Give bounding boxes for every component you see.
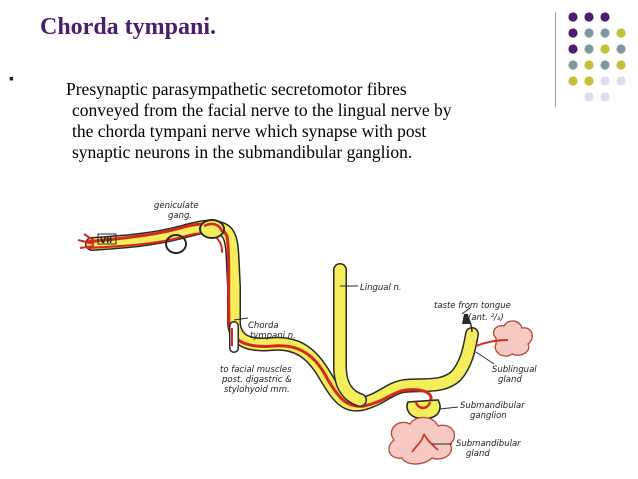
bullet-line: conveyed from the facial nerve to the li… bbox=[72, 100, 452, 120]
leader-lines bbox=[233, 285, 495, 445]
label-geniculate: geniculate bbox=[154, 201, 199, 211]
dot bbox=[584, 92, 594, 102]
dot bbox=[600, 92, 610, 102]
label-facial-2: post. digastric & bbox=[221, 375, 292, 385]
dot bbox=[616, 28, 626, 38]
dot bbox=[600, 60, 610, 70]
dot bbox=[568, 12, 578, 22]
label-gang: gang. bbox=[168, 211, 192, 221]
label-chorda: Chorda bbox=[248, 321, 279, 331]
dot bbox=[600, 28, 610, 38]
dot bbox=[584, 76, 594, 86]
dot bbox=[568, 76, 578, 86]
submandibular-gland bbox=[388, 416, 455, 465]
sublingual-gland bbox=[475, 320, 533, 357]
label-smgland-2: gland bbox=[466, 449, 490, 459]
label-facial-3: stylohyoid mm. bbox=[224, 385, 290, 395]
label-lingual: Lingual n. bbox=[360, 283, 402, 293]
label-tympani: tympani n. bbox=[250, 331, 296, 341]
bullet-line: the chorda tympani nerve which synapse w… bbox=[72, 121, 427, 141]
bullet-line: Presynaptic parasympathetic secretomotor… bbox=[66, 79, 407, 99]
dot bbox=[584, 12, 594, 22]
dot bbox=[600, 12, 610, 22]
dot bbox=[584, 44, 594, 54]
dot bbox=[616, 76, 626, 86]
submandibular-ganglion bbox=[406, 399, 441, 434]
dot bbox=[568, 44, 578, 54]
label-taste-ant: (ant. ²/₃) bbox=[468, 313, 504, 323]
dot bbox=[616, 60, 626, 70]
dot bbox=[600, 44, 610, 54]
dot bbox=[568, 60, 578, 70]
decorative-dot-grid bbox=[568, 12, 626, 102]
label-ganglion-2: ganglion bbox=[470, 411, 507, 421]
label-sublingual-2: gland bbox=[498, 375, 522, 385]
vii-root bbox=[77, 233, 97, 249]
label-smgland-1: Submandibular bbox=[456, 439, 521, 449]
label-vii: VII bbox=[100, 236, 112, 245]
slide-title: Chorda tympani. bbox=[40, 14, 217, 40]
label-ganglion-1: Submandibular bbox=[460, 401, 525, 411]
label-sublingual-1: Sublingual bbox=[492, 365, 537, 375]
title-divider bbox=[555, 12, 556, 107]
secretomotor-fibre bbox=[84, 222, 433, 408]
bullet-line: synaptic neurons in the submandibular ga… bbox=[72, 142, 413, 162]
label-taste: taste from tongue bbox=[434, 301, 511, 311]
dot bbox=[584, 28, 594, 38]
geniculate-ganglion bbox=[165, 234, 187, 254]
bullet-text: Presynaptic parasympathetic secretomotor… bbox=[66, 79, 546, 163]
dot bbox=[568, 28, 578, 38]
dot bbox=[600, 76, 610, 86]
dot bbox=[584, 60, 594, 70]
bullet-marker: ▪ bbox=[9, 72, 14, 87]
chorda-tympani-diagram: geniculate gang. VII Lingual n. taste fr… bbox=[77, 201, 537, 465]
dot bbox=[616, 44, 626, 54]
label-facial-1: to facial muscles bbox=[220, 365, 292, 375]
